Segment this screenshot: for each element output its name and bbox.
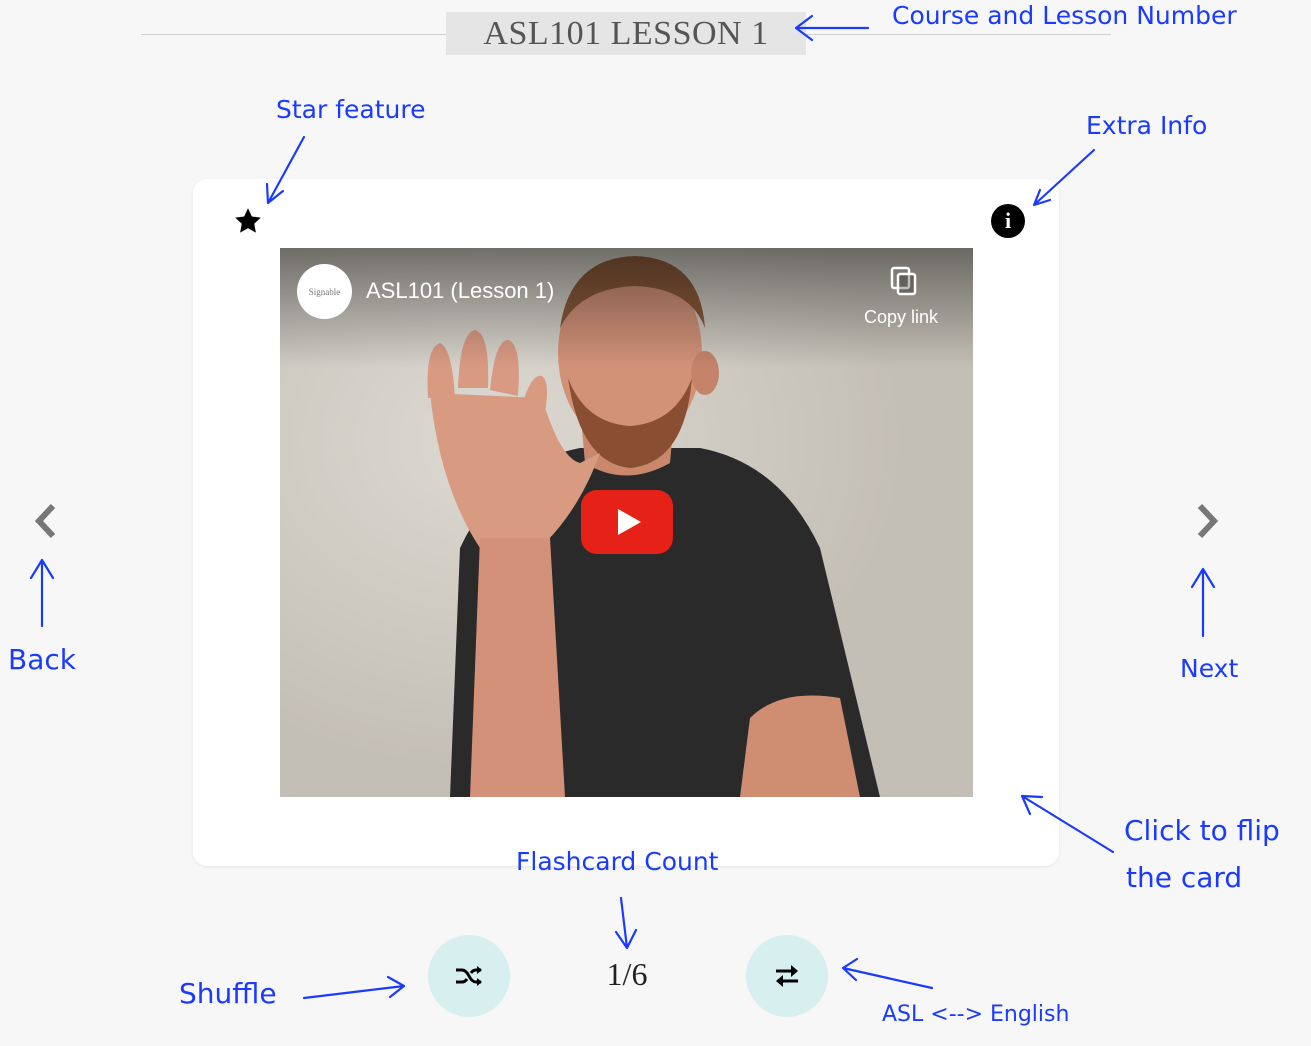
youtube-play-icon[interactable] <box>581 490 673 554</box>
video-player[interactable]: Signable ASL101 (Lesson 1) Copy link <box>280 248 973 797</box>
copy-link-label[interactable]: Copy link <box>864 307 939 327</box>
annotation-count: Flashcard Count <box>516 847 719 876</box>
video-top-overlay <box>280 248 973 368</box>
annotation-star: Star feature <box>276 95 426 124</box>
shuffle-button[interactable] <box>428 935 510 1017</box>
annotation-next: Next <box>1180 654 1239 683</box>
annotation-shuffle: Shuffle <box>179 977 277 1010</box>
annotation-flip-line1: Click to flip <box>1124 814 1280 847</box>
swap-language-button[interactable] <box>746 935 828 1017</box>
video-frame-image <box>280 248 973 797</box>
annotation-back: Back <box>8 643 76 676</box>
shuffle-icon <box>456 966 482 986</box>
copy-icon[interactable] <box>890 266 918 296</box>
annotation-swap: ASL <--> English <box>882 1002 1070 1027</box>
annotation-extra-info: Extra Info <box>1086 111 1208 140</box>
annotation-course-lesson: Course and Lesson Number <box>892 1 1237 30</box>
chevron-left-icon[interactable] <box>31 501 61 541</box>
page-title: ASL101 LESSON 1 <box>446 12 806 55</box>
annotation-flip-line2: the card <box>1126 861 1243 894</box>
star-icon[interactable] <box>233 206 263 236</box>
flashcard-count: 1/6 <box>606 956 648 992</box>
video-title[interactable]: ASL101 (Lesson 1) <box>366 278 555 303</box>
info-icon[interactable]: i <box>991 204 1025 238</box>
channel-avatar[interactable]: Signable <box>297 264 352 319</box>
swap-arrows-icon <box>776 965 798 987</box>
chevron-right-icon[interactable] <box>1192 501 1222 541</box>
